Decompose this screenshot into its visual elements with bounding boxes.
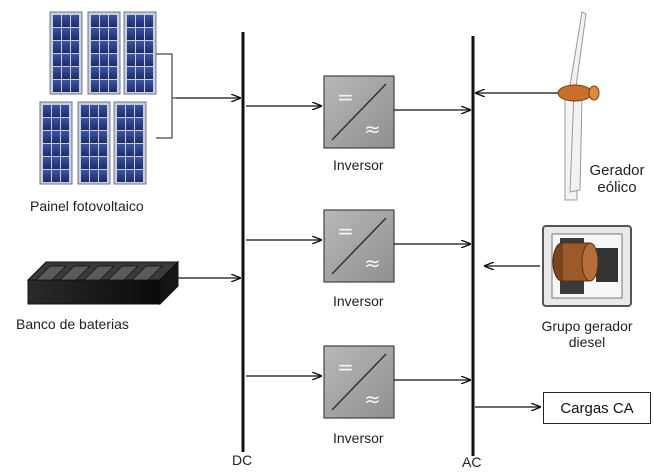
dc-symbol: =	[337, 355, 354, 379]
solar-module-6	[113, 101, 147, 185]
wind-turbine-icon	[557, 11, 600, 201]
inverters-group: =≈=≈=≈	[246, 75, 470, 419]
diesel-generator-icon	[542, 225, 632, 307]
ac-bus-label: AC	[462, 454, 482, 470]
diesel-label-line2: diesel	[568, 334, 606, 351]
battery-cell-4	[107, 265, 139, 281]
ac-symbol: ≈	[364, 251, 381, 275]
wind-label-line1: Gerador	[589, 162, 645, 179]
solar-panel-icon	[39, 11, 176, 185]
battery-cell-2	[59, 265, 91, 281]
inverter-1-label: Inversor	[333, 157, 384, 173]
inverter-2-label: Inversor	[333, 293, 384, 309]
diesel-label: Grupo gerador diesel	[524, 318, 650, 350]
ac-symbol: ≈	[364, 117, 381, 141]
battery-cell-5	[131, 265, 163, 281]
solar-module-1	[49, 11, 83, 95]
battery-cell-3	[83, 265, 115, 281]
inverter-2: =≈	[246, 209, 470, 283]
battery-bank-icon	[26, 260, 180, 306]
diesel-label-line1: Grupo gerador	[541, 318, 633, 334]
load-box: Cargas CA	[543, 392, 651, 424]
inverter-1: =≈	[246, 75, 470, 149]
solar-module-3	[123, 11, 157, 95]
solar-module-2	[87, 11, 121, 95]
inverter-3-label: Inversor	[333, 430, 384, 446]
solar-module-5	[77, 101, 111, 185]
dc-symbol: =	[337, 219, 354, 243]
dc-symbol: =	[337, 85, 354, 109]
ac-symbol: ≈	[364, 387, 381, 411]
inverter-3: =≈	[246, 345, 470, 419]
dc-bus-label: DC	[232, 452, 253, 468]
wind-label-line2: eólico	[597, 179, 637, 197]
load-label: Cargas CA	[560, 399, 634, 417]
pv-label: Painel fotovoltaico	[30, 198, 144, 214]
solar-module-4	[39, 101, 73, 185]
battery-label: Banco de baterias	[16, 316, 129, 332]
battery-cell-1	[35, 265, 67, 281]
wind-label: Gerador eólico	[582, 162, 652, 197]
